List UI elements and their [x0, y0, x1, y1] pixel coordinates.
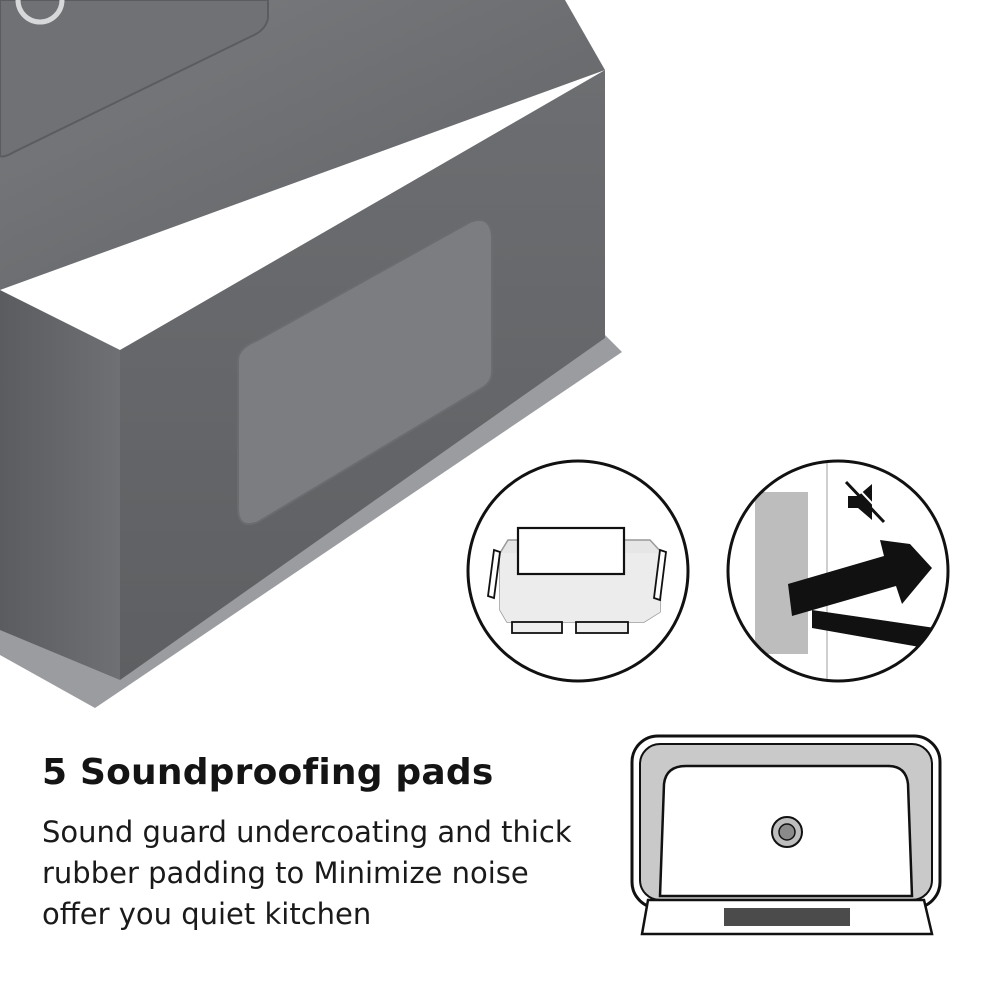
drain-outline-icon: [15, 0, 65, 25]
mute-speaker-icon: [844, 479, 889, 524]
soundproofing-pad-placement-icon: [466, 459, 690, 683]
description-line-2: rubber padding to Minimize noise: [42, 856, 529, 890]
sink-bottom-panel: [0, 0, 269, 158]
feature-title: 5 Soundproofing pads: [42, 752, 494, 793]
description-line-3: offer you quiet kitchen: [42, 897, 372, 931]
sound-deflection-mute-icon: [726, 459, 950, 683]
soundproofing-pad: [237, 218, 493, 526]
sink-left-face: [0, 290, 120, 680]
sink-basin-render: [0, 0, 622, 708]
feature-description: Sound guard undercoating and thick rubbe…: [42, 812, 622, 935]
description-line-1: Sound guard undercoating and thick: [42, 815, 572, 849]
sink-top-view-icon: [630, 734, 942, 936]
